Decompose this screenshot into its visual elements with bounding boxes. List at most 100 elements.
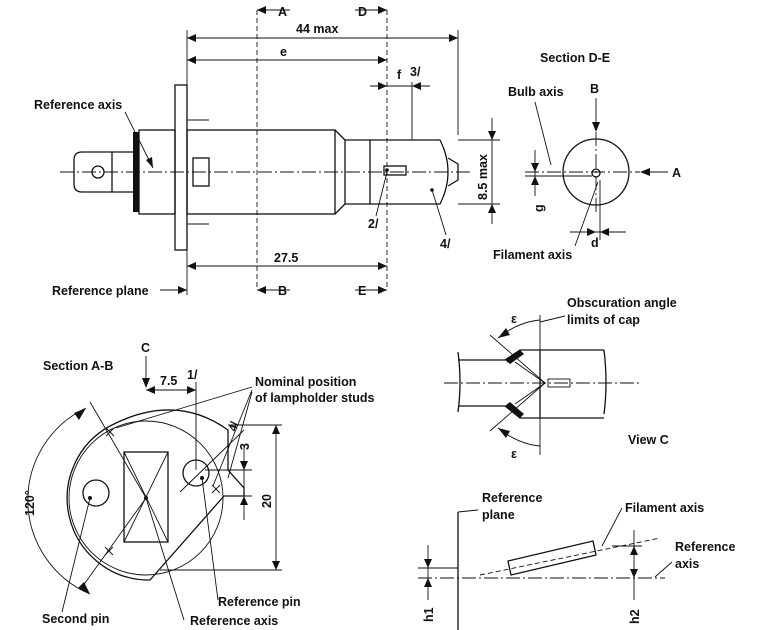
ref-4-section: 4/ [227,420,241,433]
leader-ref-4 [431,189,447,236]
label-second-pin: Second pin [42,612,109,626]
terminal-hole [91,165,105,179]
label-nominal-position-2: of lampholder studs [255,391,375,405]
section-de-view: Section D-E Bulb axis B A g d Filament a… [493,51,681,262]
arrow [187,262,196,270]
arrow [378,56,387,64]
marker-b-arrow [257,286,266,294]
label-reference-plane-top: Reference plane [52,284,149,298]
arrow [412,82,421,90]
angle-line-bottom [79,497,147,591]
section-label-b-bottom: B [278,284,287,298]
arrow [498,428,510,438]
terminal-tab [73,151,133,193]
label-filament-axis: Filament axis [625,501,704,515]
arrow [424,578,432,587]
x-mark [211,484,221,494]
bulb [345,139,449,205]
filament-axis-line [479,537,661,576]
label-reference-plane-1: Reference [482,491,542,505]
arrow [424,559,432,568]
cap-slot [192,157,210,187]
arrow [240,461,248,470]
section-ab-label-c: C [141,341,150,355]
label-reference-plane-2: plane [482,508,515,522]
dim-75: 7.5 [160,374,177,388]
marker-d-arrow [378,6,387,14]
flange [174,84,188,251]
leader-nominal-1 [115,386,253,429]
angle-120: 120° [23,490,37,516]
label-obscuration-1: Obscuration angle [567,296,677,310]
arrow [378,82,387,90]
leader-ref-2 [375,171,388,217]
arrow [187,56,196,64]
cap-outer-outline [109,409,245,581]
view-c-break-left [457,351,461,413]
dim-h1: h1 [422,607,436,622]
epsilon-bottom: ε [511,447,517,461]
angle-line-top [89,401,147,499]
leader-nominal-3 [227,391,253,479]
arrow [587,228,596,236]
arrow [142,378,150,388]
section-de-label-b: B [590,82,599,96]
dim-20: 20 [260,494,274,508]
bulb-tip [447,157,459,187]
stud-mark [104,427,221,556]
dim-d: d [591,236,599,250]
filament [383,165,407,176]
label-obscuration-2: limits of cap [567,313,640,327]
arrow [600,228,609,236]
leader-obscuration [539,315,566,323]
leader-reference-axis-section [145,497,185,621]
dim-85max: 8.5 max [476,154,490,200]
label-reference-axis-top: Reference axis [34,98,122,112]
section-ab-title: Section A-B [43,359,113,373]
cap-inner-circle [68,420,224,576]
stud-diagonal [179,429,245,493]
dim-275: 27.5 [274,251,298,265]
section-label-e-bottom: E [358,284,366,298]
arrow [630,569,638,578]
leader-bulb-axis [534,101,552,166]
arrow [146,386,155,394]
arrow [630,546,638,555]
arrow [488,131,496,140]
marker-e-arrow [378,286,387,294]
leader-second-pin [61,497,91,613]
dim-e: e [280,45,287,59]
leader-reference-pin [201,477,219,601]
leader-filament-axis [601,507,623,547]
cap-taper [334,129,346,215]
leader-nominal-2 [212,389,253,487]
dim-3: 3 [238,443,252,450]
section-de-title: Section D-E [540,51,610,65]
marker-a-arrow [257,6,266,14]
filament-axis-view: Reference plane Filament axis Reference … [418,491,735,630]
view-c: Obscuration angle limits of cap ε ε View… [444,296,677,461]
section-ab-view: C Section A-B 7.5 1/ [23,341,375,628]
cap-outer-arc [66,425,147,581]
obscuration-limit-top [489,334,546,384]
arrow [272,561,280,570]
section-label-d-top: D [358,5,367,19]
dim-44max: 44 max [296,22,338,36]
leader-reference-plane [457,509,479,513]
obscuration-limit-bottom [489,382,546,432]
label-reference-axis-section: Reference axis [190,614,278,628]
view-c-bulb-edges [540,349,604,419]
section-de-label-a: A [672,166,681,180]
filament-rect [507,540,597,576]
arrow [592,122,600,132]
arrow [531,176,539,185]
reference-pin [182,459,210,487]
ref-3: 3/ [410,65,421,79]
arrow [240,496,248,505]
arrow [378,262,387,270]
seal-ring [133,132,139,212]
arrow [272,425,280,434]
view-c-break-right [603,349,607,415]
